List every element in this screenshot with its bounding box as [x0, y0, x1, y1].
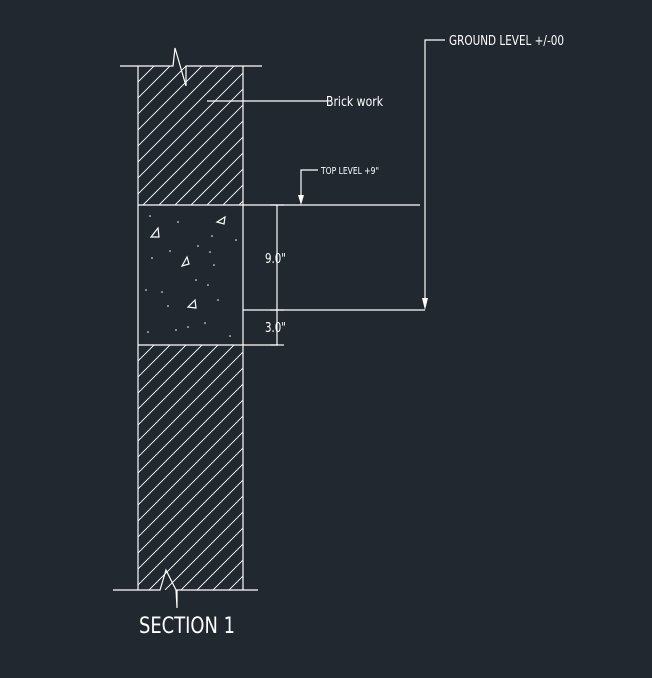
ground-level-label: GROUND LEVEL +/-00	[449, 34, 564, 49]
hatch-line	[138, 72, 243, 179]
hatch-line	[238, 200, 243, 205]
hatch-line	[138, 479, 243, 586]
top-level-label: TOP LEVEL +9"	[320, 166, 379, 177]
hatch-line	[148, 495, 243, 590]
dim-upper-text: 9.0"	[265, 252, 286, 267]
hatch-line	[138, 431, 243, 538]
hatch-line	[138, 447, 243, 554]
hatch-line	[255, 66, 394, 205]
hatch-line	[138, 66, 155, 83]
hatch-line	[228, 575, 243, 590]
concrete-dots	[145, 215, 237, 337]
hatch-line	[142, 104, 243, 205]
top-level-leader	[300, 169, 318, 199]
hatch-line	[138, 345, 155, 362]
hatch-line	[158, 120, 243, 205]
hatch-line	[138, 66, 219, 147]
hatch-line	[0, 66, 122, 205]
dim-lower-text: 3.0"	[265, 321, 286, 336]
hatch-line	[206, 168, 243, 205]
section-title: SECTION 1	[139, 614, 235, 639]
hatch-line	[138, 345, 219, 426]
hatch-line	[164, 511, 243, 590]
top-break-line	[120, 47, 262, 87]
hatch-line	[138, 345, 139, 346]
hatch-line	[138, 345, 235, 442]
hatch-line	[138, 66, 139, 67]
hatch-line	[138, 463, 243, 570]
hatch-line	[190, 152, 243, 205]
hatch-line	[180, 527, 243, 590]
ground-level-leader	[424, 39, 445, 303]
hatch-line	[138, 66, 235, 163]
hatch-line	[138, 88, 243, 195]
hatch-line	[196, 543, 243, 590]
hatch-line	[212, 559, 243, 590]
concrete-aggregate	[149, 215, 226, 309]
hatch-line	[138, 399, 243, 506]
bottom-break-line	[113, 568, 258, 609]
lower-brick-hatch	[0, 345, 490, 590]
hatch-line	[138, 367, 243, 474]
hatch-line	[138, 345, 203, 410]
hatch-line	[222, 184, 243, 205]
hatch-line	[138, 345, 171, 378]
hatch-line	[138, 345, 187, 394]
hatch-line	[138, 66, 203, 131]
upper-brick-hatch	[0, 66, 394, 205]
hatch-line	[138, 383, 243, 490]
ground-level-arrow	[422, 298, 428, 310]
hatch-line	[138, 415, 243, 522]
hatch-line	[138, 66, 187, 115]
brick-work-label: Brick work	[326, 95, 383, 110]
top-level-arrow	[298, 195, 304, 205]
hatch-line	[174, 136, 243, 205]
hatch-line	[138, 351, 243, 458]
hatch-line	[0, 345, 122, 590]
hatch-line	[138, 66, 171, 99]
hatch-line	[245, 345, 490, 590]
